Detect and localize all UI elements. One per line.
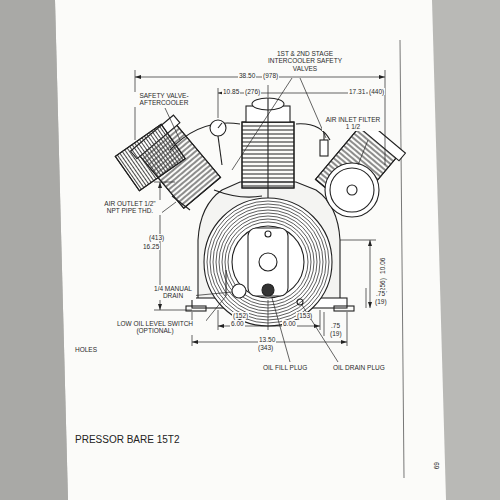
dimension-text: 10.85	[222, 88, 240, 95]
dimension-text: 38.50	[238, 72, 256, 79]
part-label: HOLES	[74, 346, 98, 353]
part-label: 1ST & 2ND STAGE INTERCOOLER SAFETY VALVE…	[262, 50, 348, 72]
dimension-text: 17.31	[348, 88, 366, 95]
dimension-text: (978)	[262, 72, 279, 79]
part-label: OIL DRAIN PLUG	[332, 364, 386, 371]
dimension-text: 6.00	[282, 320, 297, 327]
compressor	[115, 70, 405, 362]
part-label: LOW OIL LEVEL SWITCH (OPTIONAL)	[104, 320, 206, 335]
dimension-text: .75	[330, 322, 341, 329]
paper-sheet	[55, 0, 446, 500]
crankcase-ring	[222, 216, 314, 308]
part-label: 1/4 MANUAL DRAIN	[150, 285, 196, 300]
dimension-text: 16.25	[142, 243, 160, 250]
dimension-text: (19)	[374, 298, 388, 305]
dimension-text: 13.50	[258, 336, 276, 343]
part-label: OIL FILL PLUG	[262, 364, 308, 371]
dimension-text: 6.00	[230, 320, 245, 327]
dimension-text: (440)	[368, 88, 385, 95]
dimension-text: (413)	[148, 234, 165, 241]
crankcase-ring	[219, 213, 317, 311]
dimension-text: .75	[375, 290, 386, 297]
background	[0, 0, 68, 500]
dimension-text: (343)	[257, 344, 274, 351]
dimension-text: 69	[433, 461, 440, 470]
dimension-text: (152)	[232, 312, 249, 319]
margin-rule	[400, 40, 404, 478]
part-label: SAFETY VALVE-AFTERCOOLER	[126, 92, 202, 107]
part-label: AIR INLET FILTER 1 1/2	[322, 116, 384, 131]
crankcase-ring	[228, 222, 308, 302]
dimension-text: (19)	[329, 330, 343, 337]
dimension-text: (276)	[244, 88, 261, 95]
part-label: AIR OUTLET 1/2" NPT PIPE THD.	[98, 200, 162, 215]
figure-caption: PRESSOR BARE 15T2	[75, 434, 179, 445]
dimension-text: (153)	[296, 312, 313, 319]
crankcase-ring	[225, 219, 311, 305]
dimension-text: 10.06	[379, 257, 386, 275]
crankcase-ring	[216, 210, 320, 314]
